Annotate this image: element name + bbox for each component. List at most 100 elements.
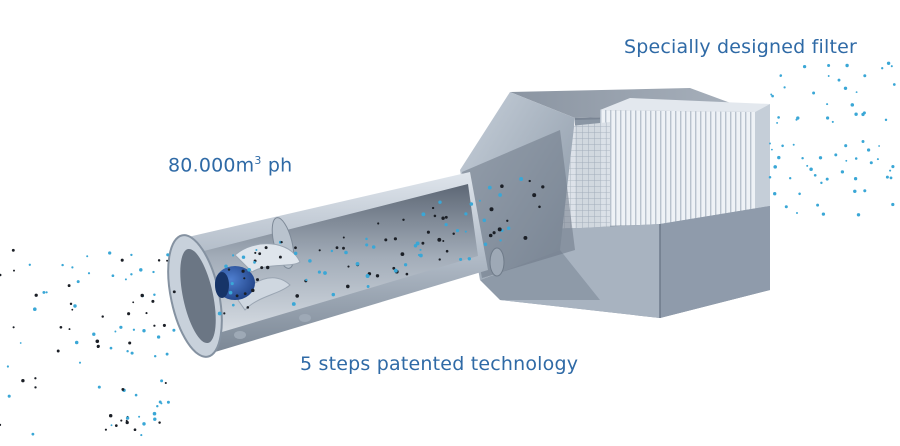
particle <box>845 63 849 68</box>
particle <box>119 325 123 329</box>
particle <box>121 387 125 391</box>
particle <box>133 428 137 432</box>
particle <box>153 293 156 296</box>
particle <box>254 251 257 254</box>
particle <box>866 148 871 152</box>
particle <box>776 121 779 124</box>
particle <box>400 252 405 256</box>
particle <box>114 330 117 333</box>
particle <box>78 361 82 364</box>
particle <box>792 143 795 146</box>
particle <box>125 416 130 420</box>
particle <box>861 140 865 143</box>
particle <box>488 233 493 238</box>
particle <box>258 252 262 256</box>
particle <box>86 255 89 258</box>
particle <box>492 231 496 235</box>
particle <box>97 385 101 389</box>
particle <box>342 236 345 239</box>
particle <box>69 302 73 306</box>
particle <box>172 290 176 294</box>
particle <box>134 393 138 397</box>
particle <box>260 266 264 270</box>
particle <box>253 261 256 264</box>
particle <box>478 199 481 202</box>
particle <box>295 294 300 298</box>
particle <box>498 193 502 197</box>
particle <box>255 278 260 282</box>
particle <box>31 432 35 436</box>
particle <box>132 301 135 304</box>
particle <box>806 164 809 167</box>
particle <box>126 350 129 353</box>
particle <box>130 273 133 276</box>
particle <box>145 312 148 315</box>
particle <box>108 413 113 418</box>
particle <box>827 64 831 67</box>
particle <box>826 116 830 120</box>
particle <box>140 434 143 437</box>
particle <box>0 273 2 277</box>
particle <box>365 274 370 278</box>
particle <box>827 75 830 77</box>
particle <box>532 193 537 198</box>
particle <box>773 165 777 169</box>
particle <box>108 251 112 255</box>
particle <box>886 61 891 66</box>
particle <box>251 288 255 293</box>
particle <box>863 74 867 78</box>
particle <box>101 315 104 318</box>
particle <box>777 116 780 119</box>
particle <box>433 214 437 218</box>
particle <box>342 246 345 250</box>
particle <box>59 325 63 329</box>
particle <box>330 249 334 253</box>
particle <box>884 118 888 122</box>
particle <box>528 179 531 183</box>
particle <box>156 335 161 339</box>
particle <box>114 424 118 427</box>
particle <box>278 255 282 259</box>
particle <box>826 103 829 106</box>
particle <box>153 417 157 421</box>
particle <box>890 65 893 68</box>
particle <box>366 285 370 288</box>
particle <box>243 292 247 295</box>
particle <box>421 212 426 217</box>
particle <box>235 294 239 298</box>
particle <box>863 189 867 193</box>
particle <box>464 212 468 216</box>
particle <box>331 292 336 297</box>
particle <box>834 153 838 157</box>
particle <box>34 377 37 380</box>
particle <box>130 253 133 257</box>
particle <box>853 177 858 181</box>
particle <box>837 78 841 82</box>
particle <box>42 290 46 294</box>
particle <box>355 262 360 266</box>
particle <box>541 185 545 189</box>
transition-hood <box>460 92 600 300</box>
particle <box>885 175 889 179</box>
particle <box>881 67 884 70</box>
particle <box>61 263 64 267</box>
particle <box>247 267 251 272</box>
particle <box>452 232 455 236</box>
particle <box>892 83 896 86</box>
particle <box>45 291 48 294</box>
particle <box>365 243 369 247</box>
particle <box>13 269 15 272</box>
fan-motor-icon <box>215 243 301 311</box>
particle <box>489 207 494 212</box>
particle <box>441 216 445 220</box>
particle <box>28 263 31 266</box>
particle <box>347 265 350 268</box>
particle <box>291 302 296 306</box>
particle <box>377 222 380 225</box>
particle <box>831 120 834 123</box>
particle <box>507 226 511 230</box>
particle <box>56 349 60 353</box>
airflow-caption: 80.000m3 ph <box>168 154 292 176</box>
particle <box>317 270 321 274</box>
particle <box>153 354 157 358</box>
